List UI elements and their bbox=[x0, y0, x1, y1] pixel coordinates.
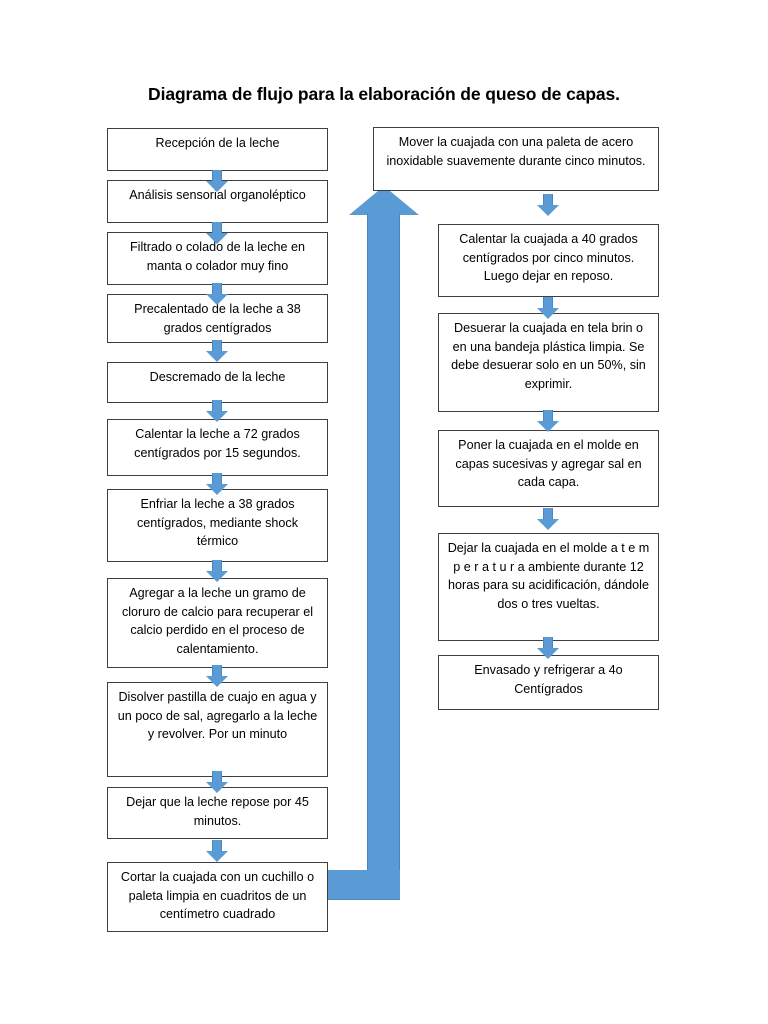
return-flow-arrow bbox=[324, 186, 419, 904]
process-node-acidificacion[interactable]: Dejar la cuajada en el molde a t e m p e… bbox=[438, 533, 659, 641]
node-text: Calentar la cuajada a 40 grados centígra… bbox=[459, 232, 638, 283]
arrow-head bbox=[206, 782, 228, 793]
arrow-head bbox=[537, 308, 559, 319]
arrow-head bbox=[206, 851, 228, 862]
flow-arrow-down bbox=[537, 508, 559, 530]
process-node-desuerar[interactable]: Desuerar la cuajada en tela brin o en un… bbox=[438, 313, 659, 412]
process-node-cortar-cuajada[interactable]: Cortar la cuajada con un cuchillo o pale… bbox=[107, 862, 328, 932]
process-node-enfriar-38[interactable]: Enfriar la leche a 38 grados centígrados… bbox=[107, 489, 328, 562]
arrow-head bbox=[537, 519, 559, 530]
arrow-shaft bbox=[212, 665, 222, 677]
node-text: Dejar la cuajada en el molde a t e m p e… bbox=[447, 541, 653, 611]
process-node-cloruro-calcio[interactable]: Agregar a la leche un gramo de cloruro d… bbox=[107, 578, 328, 668]
node-text: Descremado de la leche bbox=[149, 370, 286, 384]
node-text: Desuerar la cuajada en tela brin o en un… bbox=[451, 321, 646, 391]
flow-arrow-down bbox=[206, 400, 228, 422]
arrow-head bbox=[206, 233, 228, 244]
arrow-shaft bbox=[212, 283, 222, 295]
process-node-calentar-72[interactable]: Calentar la leche a 72 grados centígrado… bbox=[107, 419, 328, 476]
arrow-shaft-horizontal bbox=[328, 870, 400, 900]
arrow-shaft bbox=[212, 222, 222, 234]
arrow-shaft bbox=[212, 170, 222, 182]
arrow-head bbox=[206, 181, 228, 192]
page-title: Diagrama de flujo para la elaboración de… bbox=[148, 84, 620, 104]
flow-arrow-down bbox=[206, 473, 228, 495]
node-text: Poner la cuajada en el molde en capas su… bbox=[455, 438, 642, 489]
arrow-shaft bbox=[212, 473, 222, 485]
flow-arrow-down bbox=[206, 222, 228, 244]
arrow-head bbox=[206, 294, 228, 305]
arrow-head bbox=[206, 484, 228, 495]
flow-arrow-down bbox=[206, 170, 228, 192]
arrow-shaft bbox=[543, 297, 553, 309]
node-text: Enfriar la leche a 38 grados centígrados… bbox=[136, 497, 298, 548]
arrow-shaft bbox=[212, 771, 222, 783]
node-text: Recepción de la leche bbox=[155, 136, 280, 150]
arrow-head bbox=[537, 205, 559, 216]
process-node-calentar-40[interactable]: Calentar la cuajada a 40 grados centígra… bbox=[438, 224, 659, 297]
node-text: Envasado y refrigerar a 4o Centígrados bbox=[474, 663, 623, 696]
arrow-shaft-vertical bbox=[367, 213, 400, 887]
node-text: Precalentado de la leche a 38 grados cen… bbox=[134, 302, 301, 335]
arrow-shaft bbox=[543, 194, 553, 206]
node-text: Análisis sensorial organoléptico bbox=[129, 188, 306, 202]
arrow-head bbox=[206, 351, 228, 362]
flow-arrow-down bbox=[206, 771, 228, 793]
arrow-shaft bbox=[543, 410, 553, 422]
arrow-shaft bbox=[212, 340, 222, 352]
arrow-shaft bbox=[543, 637, 553, 649]
arrow-shaft bbox=[212, 400, 222, 412]
flow-arrow-down bbox=[537, 297, 559, 319]
flow-arrow-down bbox=[206, 840, 228, 862]
arrow-head bbox=[537, 421, 559, 432]
flow-arrow-down bbox=[206, 340, 228, 362]
process-node-descremado[interactable]: Descremado de la leche bbox=[107, 362, 328, 403]
process-node-filtrado[interactable]: Filtrado o colado de la leche en manta o… bbox=[107, 232, 328, 285]
arrow-head bbox=[206, 571, 228, 582]
node-text: Filtrado o colado de la leche en manta o… bbox=[129, 240, 306, 273]
process-node-reposo-45[interactable]: Dejar que la leche repose por 45 minutos… bbox=[107, 787, 328, 839]
arrow-shaft bbox=[212, 560, 222, 572]
node-text: Cortar la cuajada con un cuchillo o pale… bbox=[120, 870, 315, 921]
process-node-recepcion[interactable]: Recepción de la leche bbox=[107, 128, 328, 171]
process-node-molde-capas[interactable]: Poner la cuajada en el molde en capas su… bbox=[438, 430, 659, 507]
flow-arrow-down bbox=[206, 665, 228, 687]
arrow-shaft bbox=[543, 508, 553, 520]
flow-arrow-down bbox=[206, 283, 228, 305]
process-node-cuajo[interactable]: Disolver pastilla de cuajo en agua y un … bbox=[107, 682, 328, 777]
arrow-head bbox=[206, 676, 228, 687]
node-text: Calentar la leche a 72 grados centígrado… bbox=[134, 427, 301, 460]
node-text: Agregar a la leche un gramo de cloruro d… bbox=[121, 586, 314, 656]
node-text: Disolver pastilla de cuajo en agua y un … bbox=[117, 690, 318, 741]
arrow-head bbox=[206, 411, 228, 422]
node-text: Mover la cuajada con una paleta de acero… bbox=[386, 135, 646, 168]
arrow-shaft bbox=[212, 840, 222, 852]
flow-arrow-down bbox=[537, 637, 559, 659]
flow-arrow-down bbox=[537, 194, 559, 216]
flow-arrow-down bbox=[537, 410, 559, 432]
process-node-mover-cuajada[interactable]: Mover la cuajada con una paleta de acero… bbox=[373, 127, 659, 191]
flow-arrow-down bbox=[206, 560, 228, 582]
process-node-envasado[interactable]: Envasado y refrigerar a 4o Centígrados bbox=[438, 655, 659, 710]
node-text: Dejar que la leche repose por 45 minutos… bbox=[126, 795, 309, 828]
arrow-head bbox=[537, 648, 559, 659]
